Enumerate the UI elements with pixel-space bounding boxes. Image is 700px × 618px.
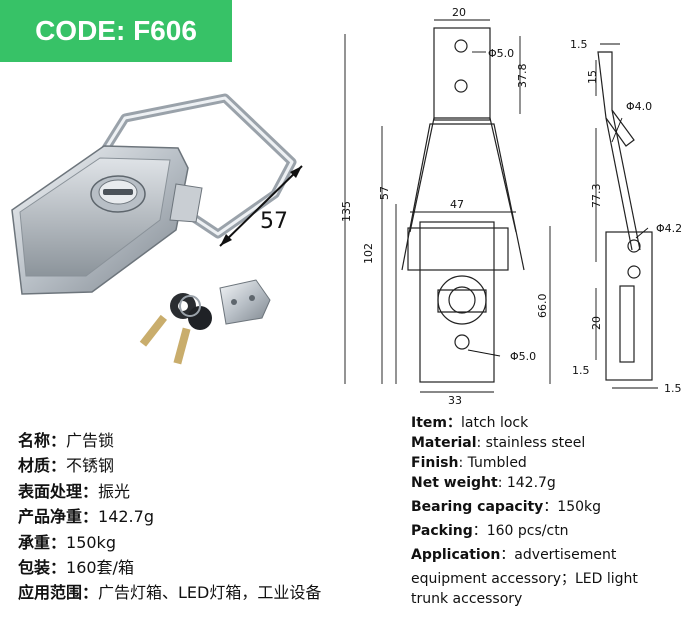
loop-outline [409,117,517,233]
keys [139,293,212,365]
base-plate [419,221,495,383]
dim-width-47: 47 [450,198,464,211]
dim-side-thickness: 1.5 [570,38,588,51]
dim-side-phi4: Φ4.0 [626,100,652,113]
top-tab [433,27,491,121]
dim-hole-bottom: Φ5.0 [510,350,536,363]
en-spec-finish: Finish: Tumbled [411,455,527,471]
side-view-body [605,231,653,381]
striker-plate [219,279,271,325]
dim-height-66: 66.0 [536,294,549,319]
cn-spec-weight: 产品净重：142.7g [18,507,154,527]
dim-top-width: 20 [452,6,466,19]
dim-side-bottom-left: 1.5 [572,364,590,377]
dim-hole-top: Φ5.0 [488,47,514,60]
en-spec-application-line3: trunk accessory [411,591,523,607]
en-spec-application-line2: equipment accessory；LED light [411,571,638,587]
dim-height-37: 37.8 [516,64,529,89]
dim-side-15: 15 [586,70,599,84]
cn-spec-name: 名称：广告锁 [18,431,115,450]
dim-side-77: 77.3 [590,184,603,209]
dim-height-57: 57 [378,186,391,200]
cn-spec-material: 材质：不锈钢 [18,456,115,476]
en-spec-application: Application：advertisement [411,547,617,563]
dim-side-bottom-right: 1.5 [664,382,682,395]
dim-side-phi42: Φ4.2 [656,222,682,235]
en-spec-packing: Packing：160 pcs/ctn [411,523,569,539]
product-photo: 57 [11,93,303,365]
dimension-label: 57 [260,209,288,234]
dim-side-20: 20 [590,316,603,330]
product-code: CODE: F606 [35,15,197,46]
technical-drawing: 20 Φ5.0 37.8 135 57 102 47 66.0 Φ5.0 33 … [340,6,682,405]
dim-height-102: 102 [362,243,375,264]
en-spec-bearing: Bearing capacity：150kg [411,499,602,515]
en-spec-material: Material: stainless steel [411,435,586,451]
english-spec-list: Item：latch lock Material: stainless stee… [411,413,696,609]
cn-spec-capacity: 承重：150kg [18,532,116,552]
en-spec-weight: Net weight: 142.7g [411,475,556,491]
chinese-spec-list: 名称：广告锁 材质：不锈钢 表面处理：振光 产品净重：142.7g 承重：150… [18,428,398,606]
product-code-banner: CODE: F606 [0,0,232,62]
cn-spec-packing: 包装：160套/箱 [18,558,134,578]
en-spec-item: Item：latch lock [411,415,529,431]
dim-height-135: 135 [340,201,353,222]
cn-spec-finish: 表面处理：振光 [18,481,131,501]
cn-spec-application: 应用范围：广告灯箱、LED灯箱，工业设备 [18,583,322,603]
dim-width-33: 33 [448,394,462,405]
dimension-arrow [219,165,303,247]
